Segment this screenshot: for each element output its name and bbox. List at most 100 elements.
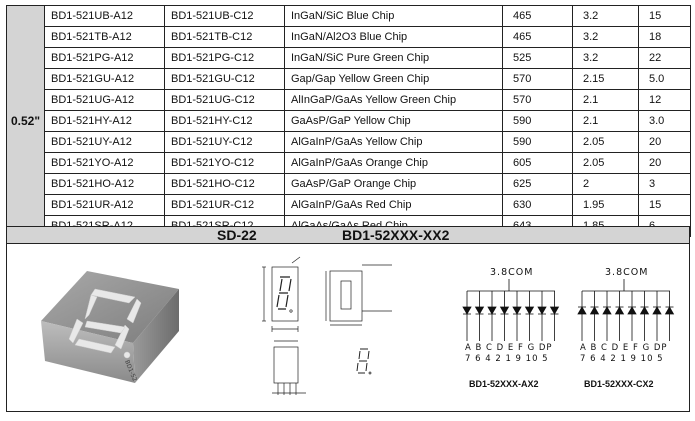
forward-voltage-cell: 2.05 xyxy=(572,152,639,174)
chip-type-cell: AlGaInP/GaAs Yellow Chip xyxy=(284,131,503,153)
size-label: 0.52" xyxy=(6,5,45,237)
cathode-part-cell: BD1-521HO-C12 xyxy=(164,173,285,195)
package-name: SD-22 xyxy=(217,227,257,243)
diode-symbol xyxy=(462,306,472,315)
wavelength-cell: 605 xyxy=(502,152,573,174)
anode-part-cell: BD1-521UG-A12 xyxy=(44,89,165,111)
anode-segments: A B C D E F G DP xyxy=(465,343,553,353)
product-photo: BD1-52 xyxy=(41,271,179,383)
cathode-part-cell: BD1-521GU-C12 xyxy=(164,68,285,90)
anode-part-cell: BD1-521HO-A12 xyxy=(44,173,165,195)
cathode-com-label: 3.8COM xyxy=(605,267,649,278)
anode-diode-array xyxy=(462,279,560,341)
anode-part-cell: BD1-521UB-A12 xyxy=(44,5,165,27)
chip-type-cell: InGaN/SiC Blue Chip xyxy=(284,5,503,27)
chip-type-cell: AlGaInP/GaAs Orange Chip xyxy=(284,152,503,174)
diode-symbol xyxy=(664,306,675,315)
wavelength-cell: 630 xyxy=(502,194,573,216)
chip-type-cell: AlGaInP/GaAs Red Chip xyxy=(284,194,503,216)
forward-voltage-cell: 1.95 xyxy=(572,194,639,216)
schematic-common-anode: 3.8COM A B C D E F G DP 7 6 4 2 1 9 10 5… xyxy=(457,261,569,401)
diode-symbol xyxy=(499,306,510,315)
cathode-part-cell: BD1-521YO-C12 xyxy=(164,152,285,174)
anode-part-cell: BD1-521UY-A12 xyxy=(44,131,165,153)
figure-panel: BD1-52 3.8COM A B C D E F G DP 7 6 4 2 1… xyxy=(6,243,690,412)
luminous-intensity-cell: 22 xyxy=(638,47,691,69)
luminous-intensity-cell: 5.0 xyxy=(638,68,691,90)
luminous-intensity-cell: 3.0 xyxy=(638,110,691,132)
anode-pins: 7 6 4 2 1 9 10 5 xyxy=(465,354,549,364)
anode-part-cell: BD1-521YO-A12 xyxy=(44,152,165,174)
cathode-part-cell: BD1-521UB-C12 xyxy=(164,5,285,27)
diode-symbol xyxy=(487,306,497,315)
anode-part-cell: BD1-521TB-A12 xyxy=(44,26,165,48)
wavelength-cell: 570 xyxy=(502,89,573,111)
luminous-intensity-cell: 12 xyxy=(638,89,691,111)
cathode-segments: A B C D E F G DP xyxy=(580,343,668,353)
schematic-common-cathode: 3.8COM A B C D E F G DP 7 6 4 2 1 9 10 5… xyxy=(572,261,684,401)
anode-part-cell: BD1-521PG-A12 xyxy=(44,47,165,69)
diode-symbol xyxy=(602,306,612,315)
wavelength-cell: 465 xyxy=(502,5,573,27)
chip-type-cell: GaAsP/GaP Orange Chip xyxy=(284,173,503,195)
wavelength-cell: 625 xyxy=(502,173,573,195)
diode-symbol xyxy=(639,306,650,315)
cathode-part-cell: BD1-521UG-C12 xyxy=(164,89,285,111)
cathode-part-cell: BD1-521UY-C12 xyxy=(164,131,285,153)
chip-type-cell: Gap/Gap Yellow Green Chip xyxy=(284,68,503,90)
forward-voltage-cell: 3.2 xyxy=(572,47,639,69)
chip-type-cell: AlInGaP/GaAs Yellow Green Chip xyxy=(284,89,503,111)
anode-part-cell: BD1-521GU-A12 xyxy=(44,68,165,90)
diode-symbol xyxy=(474,306,485,315)
forward-voltage-cell: 2.1 xyxy=(572,110,639,132)
forward-voltage-cell: 2.1 xyxy=(572,89,639,111)
cathode-part-cell: BD1-521PG-C12 xyxy=(164,47,285,69)
forward-voltage-cell: 2 xyxy=(572,173,639,195)
diode-symbol xyxy=(614,306,625,315)
chip-type-cell: InGaN/Al2O3 Blue Chip xyxy=(284,26,503,48)
luminous-intensity-cell: 20 xyxy=(638,131,691,153)
diode-symbol xyxy=(627,306,637,315)
wavelength-cell: 590 xyxy=(502,110,573,132)
luminous-intensity-cell: 20 xyxy=(638,152,691,174)
package-header-bar: SD-22 BD1-52XXX-XX2 xyxy=(6,226,690,244)
diode-symbol xyxy=(549,306,560,315)
cathode-pins: 7 6 4 2 1 9 10 5 xyxy=(580,354,664,364)
wavelength-cell: 590 xyxy=(502,131,573,153)
forward-voltage-cell: 3.2 xyxy=(572,26,639,48)
cathode-part-cell: BD1-521TB-C12 xyxy=(164,26,285,48)
luminous-intensity-cell: 15 xyxy=(638,5,691,27)
diode-symbol xyxy=(577,306,587,315)
wavelength-cell: 465 xyxy=(502,26,573,48)
cathode-diode-array xyxy=(577,279,675,341)
anode-caption: BD1-52XXX-AX2 xyxy=(469,379,539,389)
mechanical-drawing xyxy=(262,256,392,395)
diode-symbol xyxy=(652,306,662,315)
forward-voltage-cell: 3.2 xyxy=(572,5,639,27)
forward-voltage-cell: 2.15 xyxy=(572,68,639,90)
wavelength-cell: 570 xyxy=(502,68,573,90)
anode-com-label: 3.8COM xyxy=(490,267,534,278)
diode-symbol xyxy=(537,306,547,315)
wavelength-cell: 525 xyxy=(502,47,573,69)
cathode-part-cell: BD1-521UR-C12 xyxy=(164,194,285,216)
diode-symbol xyxy=(512,306,522,315)
forward-voltage-cell: 2.05 xyxy=(572,131,639,153)
luminous-intensity-cell: 3 xyxy=(638,173,691,195)
diode-symbol xyxy=(524,306,535,315)
anode-part-cell: BD1-521UR-A12 xyxy=(44,194,165,216)
chip-type-cell: GaAsP/GaP Yellow Chip xyxy=(284,110,503,132)
anode-part-cell: BD1-521HY-A12 xyxy=(44,110,165,132)
cathode-caption: BD1-52XXX-CX2 xyxy=(584,379,654,389)
